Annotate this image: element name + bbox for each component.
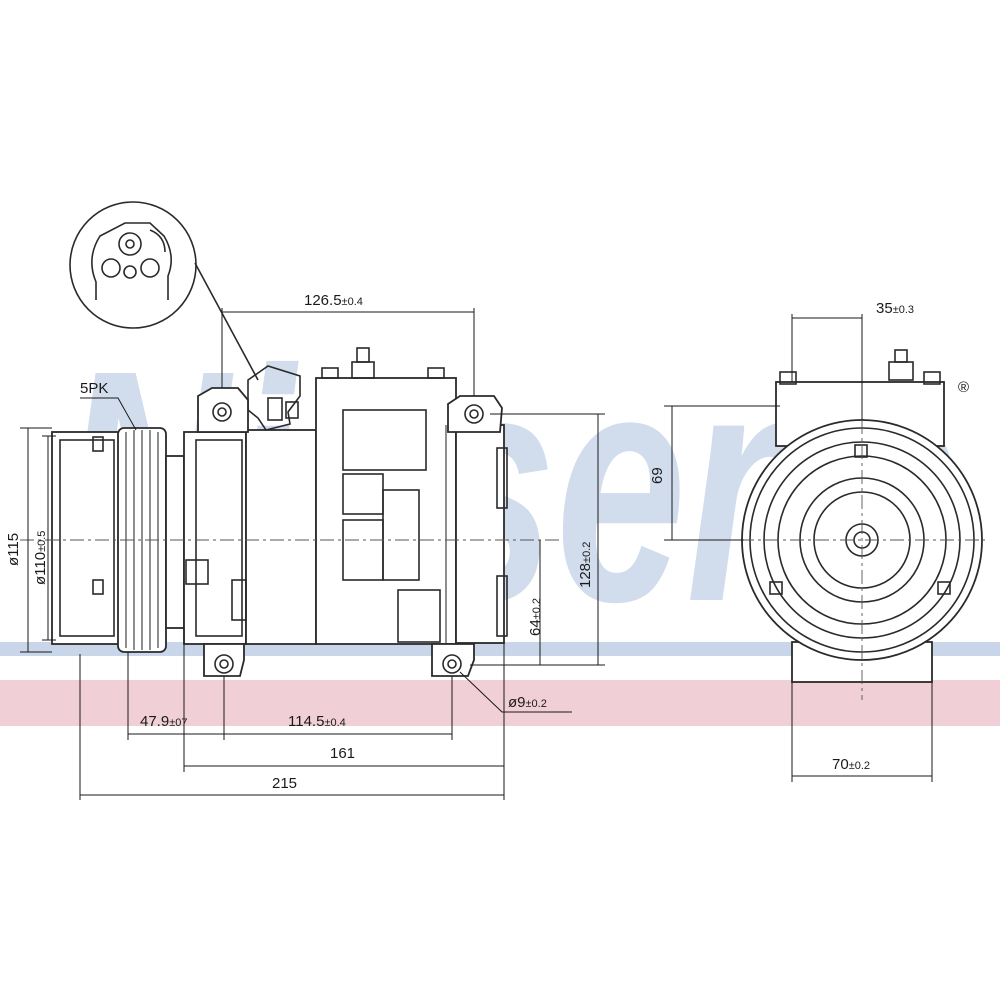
label-height-lower-tol: ±0.2: [531, 598, 543, 619]
label-belt: 5PK: [80, 380, 108, 397]
svg-text:35±0.3: 35±0.3: [876, 300, 914, 317]
svg-text:47.9±07: 47.9±07: [140, 713, 187, 730]
label-side-width-tol: ±0.2: [849, 760, 870, 772]
svg-text:ø9±0.2: ø9±0.2: [508, 694, 547, 711]
svg-text:114.5±0.4: 114.5±0.4: [288, 713, 346, 730]
registered-mark: ®: [958, 379, 969, 396]
label-pulley-inner-dia-tol: ±0.5: [36, 531, 48, 552]
label-height-lower: 64: [527, 619, 544, 636]
compressor-body-icon: [183, 347, 508, 677]
label-length-215: 215: [272, 775, 297, 792]
label-height-total-tol: ±0.2: [581, 542, 593, 563]
svg-text:ø110±0.5: ø110±0.5: [32, 531, 49, 585]
connector-detail-icon: [69, 201, 259, 381]
label-mount-spacing: 114.5: [288, 713, 324, 730]
label-side-top-tol: ±0.3: [893, 304, 914, 316]
dimensions: 5PK ø115 ø110±0.5 126.5±0.4 128±0.2 64±0…: [5, 292, 933, 800]
label-pulley-outer-dia: ø115: [5, 533, 22, 566]
watermark-red-band: [0, 680, 1000, 726]
label-top-width: 126.5: [304, 292, 342, 309]
label-mount-spacing-tol: ±0.4: [324, 717, 345, 729]
label-pulley-inner-dia: ø110: [32, 552, 49, 585]
label-side-width: 70: [832, 756, 849, 773]
label-height-total: 128: [577, 563, 594, 588]
label-pulley-offset-tol: ±07: [169, 717, 187, 729]
label-side-height: 69: [649, 467, 666, 484]
label-pulley-offset: 47.9: [140, 713, 169, 730]
svg-text:64±0.2: 64±0.2: [527, 598, 544, 636]
label-hole-dia: ø9: [508, 694, 526, 711]
svg-text:128±0.2: 128±0.2: [577, 542, 594, 588]
label-length-161: 161: [330, 745, 355, 762]
watermark-blue-band: [0, 642, 1000, 656]
label-top-width-tol: ±0.4: [342, 296, 363, 308]
svg-text:70±0.2: 70±0.2: [832, 756, 870, 773]
side-view: [740, 349, 985, 700]
svg-text:126.5±0.4: 126.5±0.4: [304, 292, 363, 309]
label-hole-dia-tol: ±0.2: [526, 698, 547, 710]
label-side-top: 35: [876, 300, 893, 317]
pulley-icon: [51, 427, 185, 653]
